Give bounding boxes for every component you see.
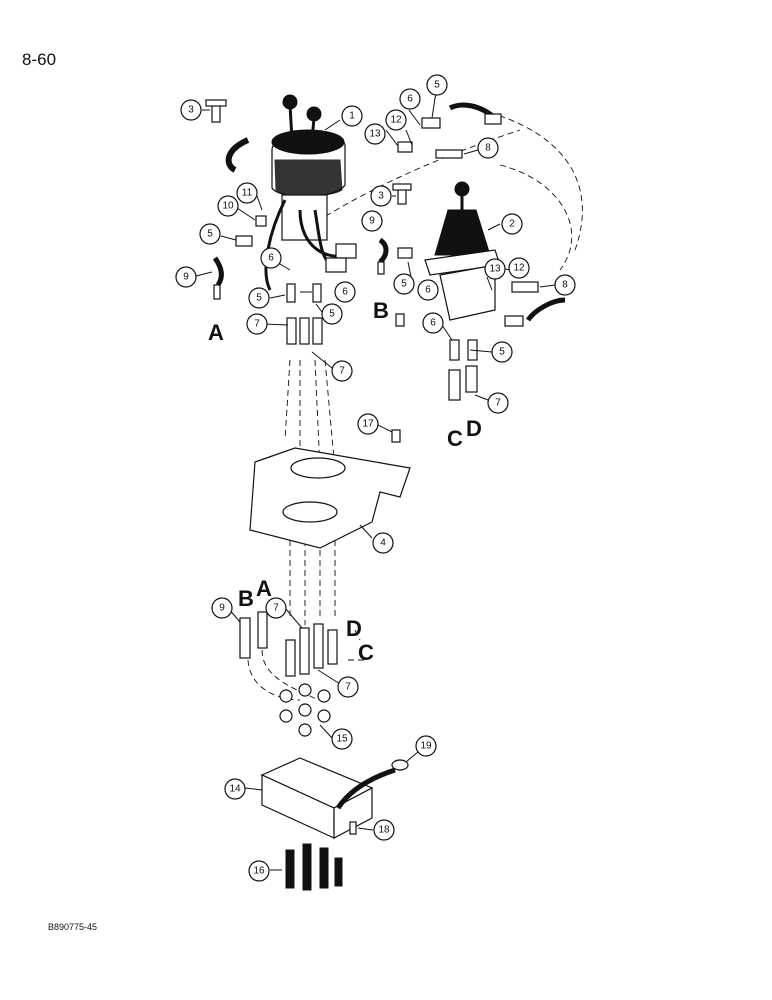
callout-12: 12 (508, 257, 530, 279)
callout-5: 5 (393, 273, 415, 295)
svg-text:6: 6 (268, 253, 274, 264)
callout-6: 6 (422, 312, 444, 334)
svg-text:7: 7 (345, 682, 351, 693)
callout-4: 4 (372, 532, 394, 554)
callout-14: 14 (224, 778, 246, 800)
callout-9: 9 (361, 210, 383, 232)
callout-bubbles: 1 2 3 3 4 5 5 5 5 5 5 6 6 6 6 6 7 7 7 7 … (175, 74, 576, 882)
fittings-right (377, 102, 566, 443)
callout-5: 5 (199, 223, 221, 245)
right-joystick-valve (424, 181, 501, 321)
svg-text:3: 3 (378, 191, 384, 202)
svg-text:7: 7 (339, 366, 345, 377)
callout-3: 3 (180, 99, 202, 121)
callout-12: 12 (385, 109, 407, 131)
plug-group (285, 843, 343, 891)
svg-text:9: 9 (369, 216, 375, 227)
port-letter-a: A (208, 320, 224, 345)
callout-5: 5 (248, 287, 270, 309)
svg-text:5: 5 (434, 80, 440, 91)
callout-11: 11 (236, 182, 258, 204)
svg-text:6: 6 (342, 287, 348, 298)
port-letter-d: D (346, 616, 362, 641)
callout-19: 19 (415, 735, 437, 757)
port-letter-c: C (447, 426, 463, 451)
svg-text:12: 12 (513, 263, 525, 274)
svg-text:6: 6 (425, 285, 431, 296)
callout-1: 1 (341, 105, 363, 127)
callout-5: 5 (491, 341, 513, 363)
port-letter-b: B (373, 298, 389, 323)
callout-9: 9 (211, 597, 233, 619)
document-code: B890775-45 (48, 922, 98, 932)
callout-7: 7 (331, 360, 353, 382)
svg-text:17: 17 (362, 419, 374, 430)
callout-17: 17 (357, 413, 379, 435)
callout-8: 8 (477, 137, 499, 159)
port-letter-d: D (466, 416, 482, 441)
svg-text:8: 8 (562, 280, 568, 291)
svg-text:5: 5 (401, 279, 407, 290)
port-letter-b: B (238, 586, 254, 611)
svg-text:5: 5 (499, 347, 505, 358)
callout-16: 16 (248, 860, 270, 882)
svg-text:2: 2 (509, 219, 515, 230)
callout-13: 13 (484, 258, 506, 280)
svg-text:3: 3 (188, 105, 194, 116)
svg-text:18: 18 (378, 825, 390, 836)
svg-text:1: 1 (349, 111, 355, 122)
svg-text:7: 7 (273, 603, 279, 614)
fittings-left (205, 99, 323, 345)
callout-15: 15 (331, 728, 353, 750)
callout-10: 10 (217, 195, 239, 217)
svg-text:5: 5 (207, 229, 213, 240)
svg-text:4: 4 (380, 538, 386, 549)
svg-text:12: 12 (390, 115, 402, 126)
callout-6: 6 (334, 281, 356, 303)
callout-3: 3 (370, 185, 392, 207)
page-number: 8-60 (22, 50, 57, 69)
port-letters: A B C D B A D C (208, 298, 482, 665)
svg-text:9: 9 (183, 272, 189, 283)
port-letter-c: C (358, 640, 374, 665)
svg-text:14: 14 (229, 784, 241, 795)
callout-7: 7 (337, 676, 359, 698)
nut-group (279, 683, 331, 737)
leader-lines (195, 91, 556, 871)
callout-9: 9 (175, 266, 197, 288)
svg-text:6: 6 (430, 318, 436, 329)
svg-text:16: 16 (253, 866, 265, 877)
svg-text:5: 5 (329, 309, 335, 320)
callout-5: 5 (321, 303, 343, 325)
callout-6: 6 (260, 247, 282, 269)
lower-fittings (239, 611, 338, 677)
svg-text:13: 13 (489, 264, 501, 275)
svg-text:10: 10 (222, 201, 234, 212)
callout-7: 7 (487, 392, 509, 414)
callout-7: 7 (265, 597, 287, 619)
svg-text:8: 8 (485, 143, 491, 154)
callout-6: 6 (399, 88, 421, 110)
mounting-plate (249, 447, 411, 549)
svg-text:9: 9 (219, 603, 225, 614)
svg-text:7: 7 (495, 398, 501, 409)
port-letter-a: A (256, 576, 272, 601)
svg-text:15: 15 (336, 734, 348, 745)
callout-18: 18 (373, 819, 395, 841)
callout-13: 13 (364, 123, 386, 145)
svg-text:13: 13 (369, 129, 381, 140)
callout-6: 6 (417, 279, 439, 301)
svg-text:7: 7 (254, 319, 260, 330)
callout-2: 2 (501, 213, 523, 235)
callout-5: 5 (426, 74, 448, 96)
svg-text:6: 6 (407, 94, 413, 105)
callout-7: 7 (246, 313, 268, 335)
svg-text:11: 11 (242, 188, 253, 199)
svg-text:5: 5 (256, 293, 262, 304)
cover-box (260, 757, 409, 839)
svg-text:19: 19 (420, 741, 432, 752)
callout-8: 8 (554, 274, 576, 296)
left-joystick-valve (225, 94, 357, 291)
